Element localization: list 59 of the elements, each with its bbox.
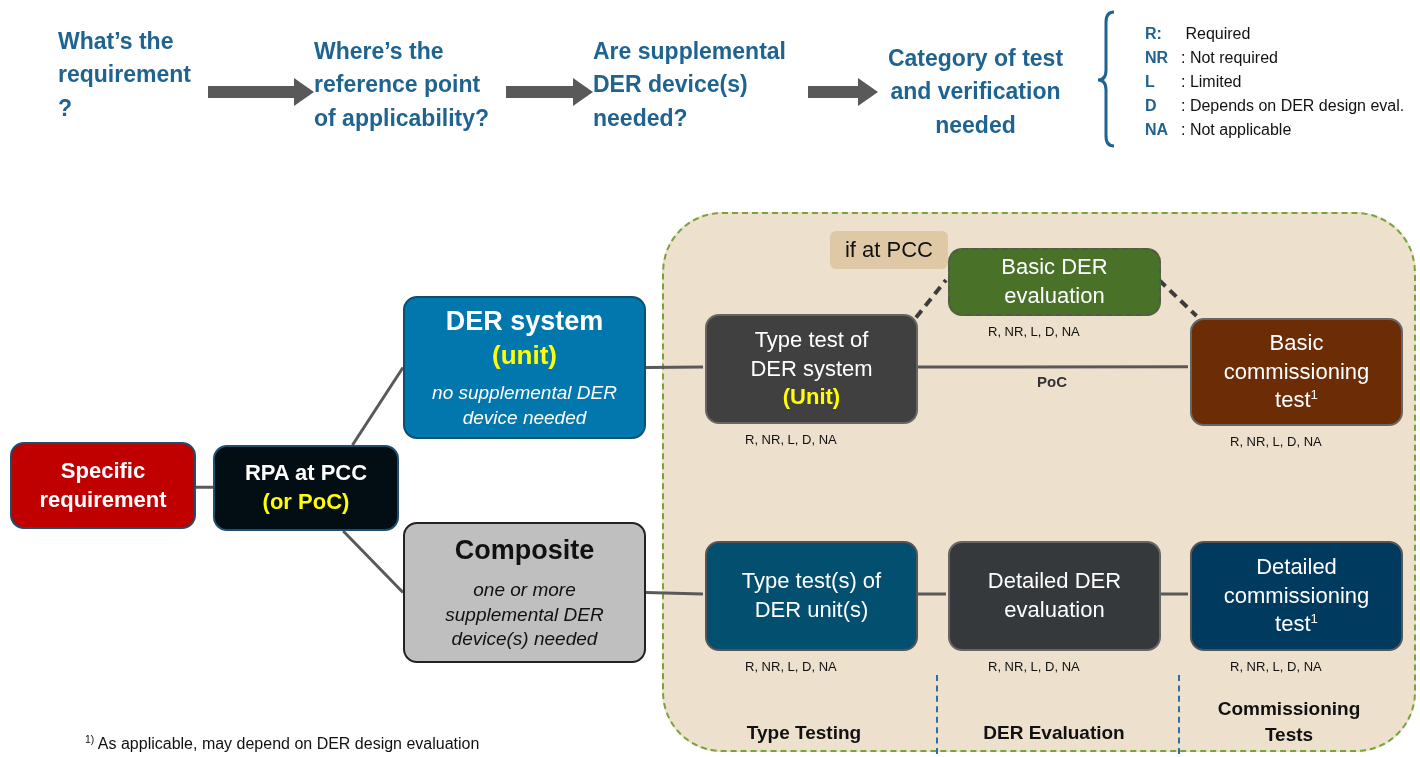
connector-line	[914, 278, 948, 319]
column-heading: Type Testing	[745, 721, 863, 745]
rating-codes: R, NR, L, D, NA	[1230, 434, 1322, 449]
legend-entry: D: Depends on DER design eval.	[1145, 97, 1405, 115]
connector-line	[196, 485, 213, 489]
process-box	[705, 314, 918, 424]
process-box	[10, 442, 196, 529]
box-title: Specific requirement	[38, 456, 168, 514]
block-arrow	[208, 78, 314, 106]
box-title: Type test of DER system	[749, 326, 874, 383]
rating-codes: R, NR, L, D, NA	[745, 432, 837, 447]
box-note: no supplemental DER device needed	[431, 381, 618, 430]
footnote: $^{1)}$ As applicable, may depend on DER design evaluation	[85, 734, 480, 754]
process-box	[1190, 541, 1403, 651]
box-title: Detailed DER evaluation	[986, 567, 1123, 624]
box-title: Composite	[454, 533, 595, 567]
rating-codes: R, NR, L, D, NA	[1230, 659, 1322, 674]
legend-entry: NA: Not applicable	[1145, 121, 1292, 139]
process-box	[403, 522, 646, 663]
connector-line	[646, 365, 703, 369]
question-text: Where’s the reference point of applicability?	[314, 35, 506, 135]
legend-entry: NR: Not required	[1145, 49, 1278, 67]
block-arrow	[808, 78, 878, 106]
box-title: DER system	[445, 305, 604, 339]
box-title: Type test(s) of DER unit(s)	[740, 567, 883, 624]
box-subtitle: (Unit)	[782, 383, 841, 412]
dashed-panel	[662, 212, 1416, 752]
rating-codes: R, NR, L, D, NA	[988, 659, 1080, 674]
block-arrow	[506, 78, 593, 106]
box-title: Detailed commissioning test$^{1}$	[1222, 552, 1371, 639]
connector-line	[916, 592, 946, 596]
edge-label: PoC	[1037, 372, 1067, 390]
rating-codes: R, NR, L, D, NA	[745, 659, 837, 674]
connector-line	[645, 591, 704, 596]
box-title: Basic commissioning test$^{1}$	[1222, 328, 1371, 415]
connector-line	[916, 365, 1188, 369]
connector-line	[342, 529, 405, 594]
process-box	[705, 541, 918, 651]
box-subtitle: (unit)	[492, 339, 557, 373]
box-subtitle: (or PoC)	[262, 488, 350, 516]
process-box	[1190, 318, 1403, 426]
box-title: Basic DER evaluation	[1000, 253, 1109, 310]
legend-entry: L: Limited	[1145, 73, 1242, 91]
process-box	[403, 296, 646, 439]
process-box	[948, 541, 1161, 651]
condition-tag: if at PCC	[830, 231, 948, 269]
question-text: Category of test and verification needed	[878, 42, 1073, 142]
column-heading: DER Evaluation	[982, 721, 1126, 745]
connector-line	[351, 366, 405, 446]
question-text: Are supplemental DER device(s) needed?	[593, 35, 808, 135]
box-title: RPA at PCC	[244, 459, 368, 488]
legend-entry: R: Required	[1145, 25, 1251, 43]
process-box	[948, 248, 1161, 316]
process-box	[213, 445, 399, 531]
question-text: What’s the requirement ?	[58, 25, 208, 125]
rating-codes: R, NR, L, D, NA	[988, 324, 1080, 339]
box-subtitle: one or more supplemental DER device(s) needed	[444, 578, 605, 652]
column-heading: Commissioning Tests	[1216, 697, 1362, 747]
connector-line	[1159, 592, 1188, 596]
